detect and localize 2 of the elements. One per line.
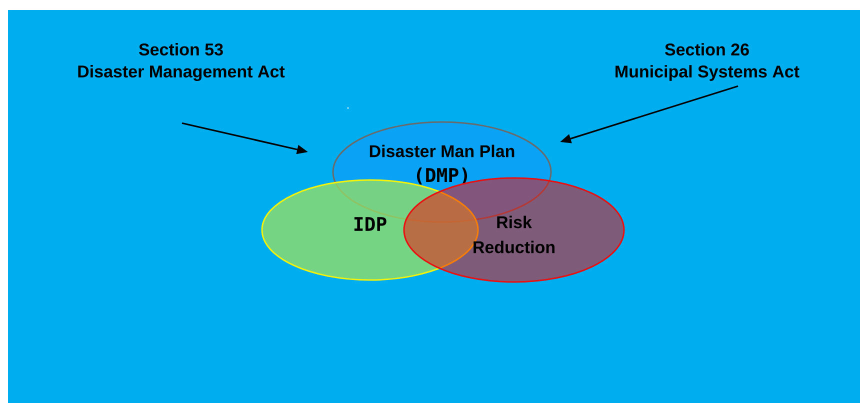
act-label: Section 53 Disaster Management Act	[78, 43, 285, 81]
act-label: Section 26 Municipal Systems Act	[616, 43, 800, 81]
